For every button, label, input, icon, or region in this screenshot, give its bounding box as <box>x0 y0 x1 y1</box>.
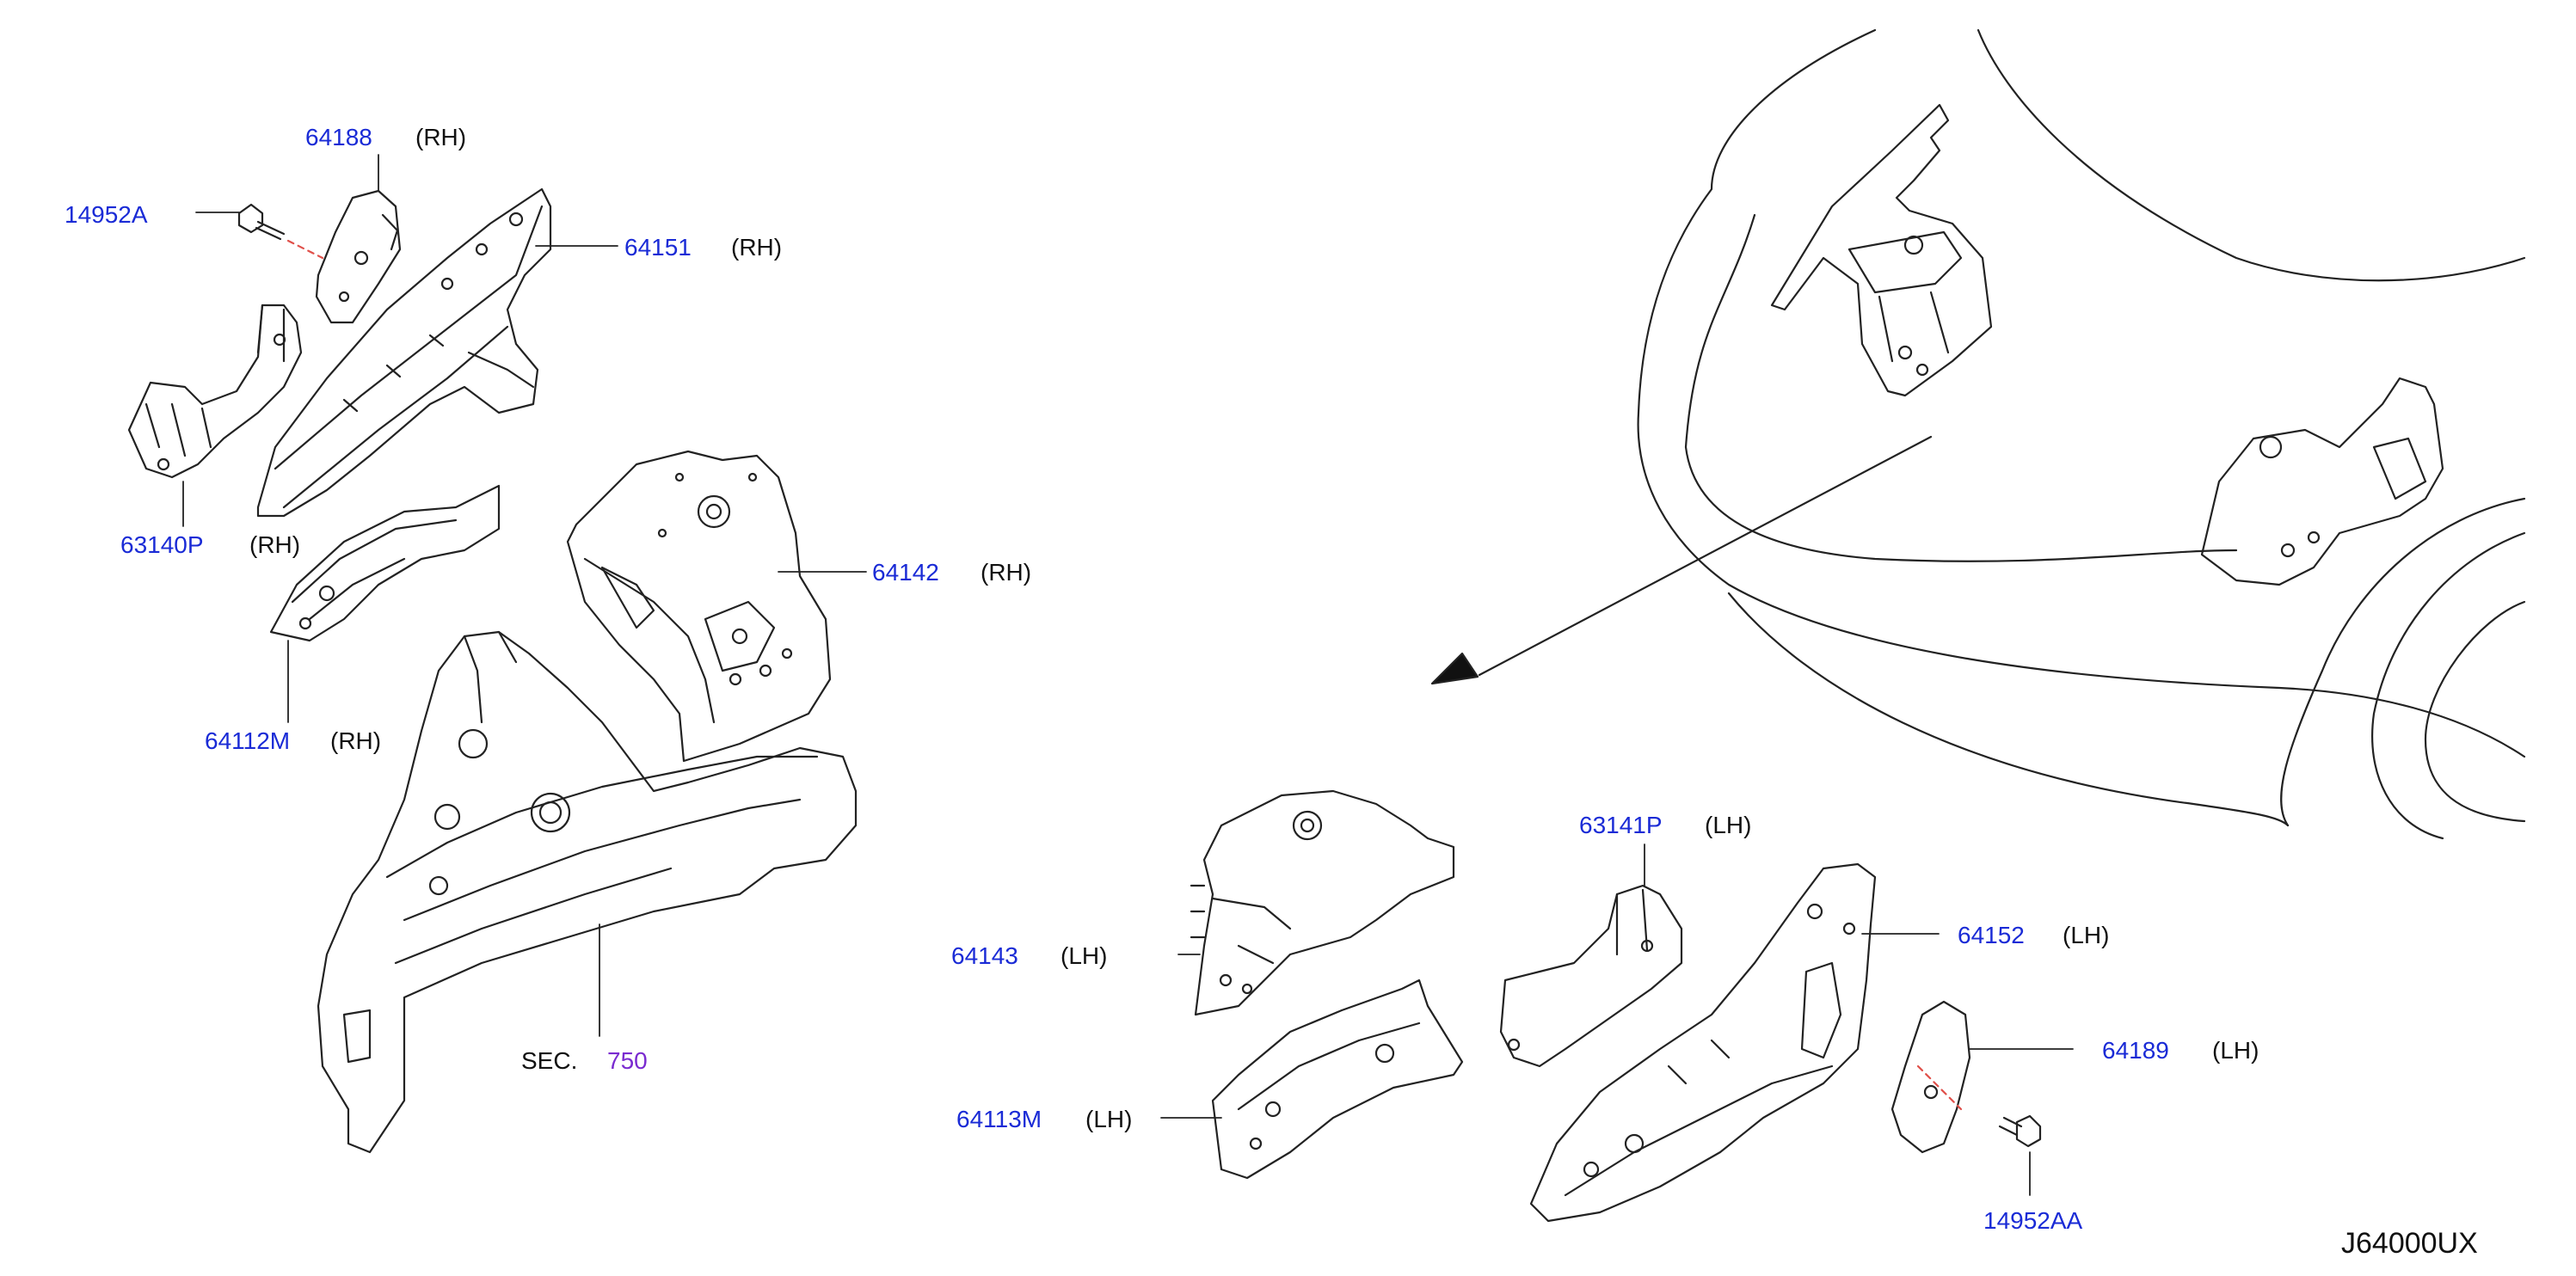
callout-part-64142[interactable]: 64142 <box>872 559 939 586</box>
section-ref-number[interactable]: 750 <box>607 1047 648 1074</box>
bracket-64188 <box>315 189 402 324</box>
callout-part-64143[interactable]: 64143 <box>951 942 1018 969</box>
callout-side-64189: (LH) <box>2212 1037 2259 1064</box>
vehicle-lh-assembly <box>1770 103 1993 397</box>
callout-side-64142: (RH) <box>981 559 1032 586</box>
rail-64112M <box>269 484 501 642</box>
callout-part-64151[interactable]: 64151 <box>624 234 692 261</box>
callout-side-64188: (RH) <box>415 124 467 150</box>
bolt-14952A <box>237 203 324 260</box>
callout-part-64112M[interactable]: 64112M <box>205 727 291 754</box>
callout-part-64152[interactable]: 64152 <box>1958 922 2025 948</box>
vehicle-rh-assembly <box>2200 377 2444 586</box>
view-arrow-line <box>1478 435 1933 677</box>
apron-64142 <box>566 450 832 763</box>
bracket-63141P <box>1499 884 1683 1068</box>
callout-side-63141P: (LH) <box>1705 812 1752 838</box>
bracket-63140P <box>127 304 303 479</box>
callout-part-14952A[interactable]: 14952A <box>65 201 148 228</box>
callout-part-64189[interactable]: 64189 <box>2102 1037 2169 1064</box>
leader-lines <box>182 154 2074 1196</box>
callout-side-63140P: (RH) <box>249 531 301 558</box>
callout-part-64113M[interactable]: 64113M <box>956 1106 1042 1132</box>
view-arrow-head <box>1430 652 1479 685</box>
callout-side-64113M: (LH) <box>1085 1106 1133 1132</box>
rail-64113M <box>1211 978 1464 1180</box>
callout-part-63141P[interactable]: 63141P <box>1579 812 1663 838</box>
bolt-14952AA <box>1998 1114 2042 1148</box>
callout-part-63140P[interactable]: 63140P <box>120 531 204 558</box>
callout-part-14952AA[interactable]: 14952AA <box>1983 1207 2083 1234</box>
callout-part-64188[interactable]: 64188 <box>305 124 372 150</box>
vehicle-outline <box>1637 28 2526 840</box>
callout-side-64143: (LH) <box>1061 942 1108 969</box>
callout-side-64151: (RH) <box>731 234 783 261</box>
member-64151 <box>256 187 552 518</box>
bracket-64189 <box>1891 1000 1971 1154</box>
apron-64143 <box>1190 789 1455 1016</box>
section-ref-prefix: SEC. <box>521 1047 578 1074</box>
member-64152 <box>1529 862 1877 1223</box>
sec750-body <box>317 630 858 1154</box>
diagram-code: J64000UX <box>2341 1227 2478 1260</box>
callout-side-64112M: (RH) <box>330 727 382 754</box>
callout-side-64152: (LH) <box>2063 922 2110 948</box>
